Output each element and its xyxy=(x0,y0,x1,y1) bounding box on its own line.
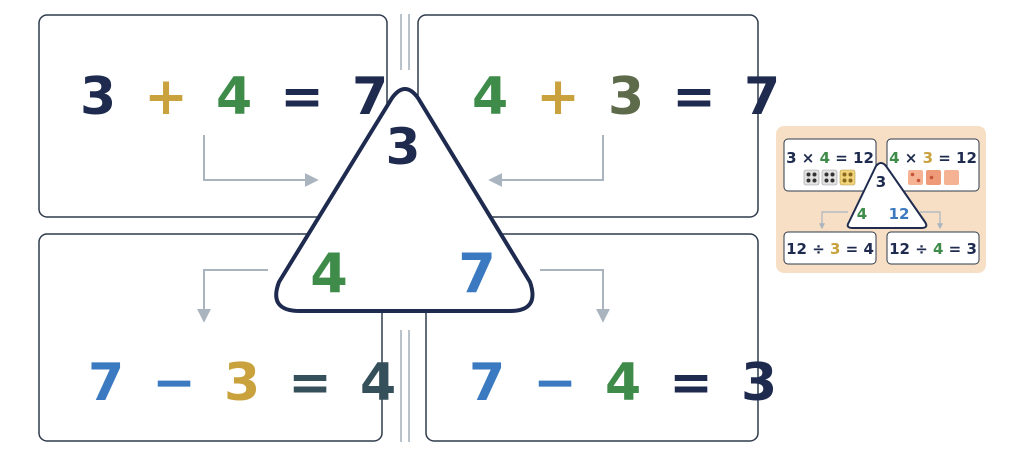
inset-arrow-right xyxy=(920,211,943,230)
eq-bl-eq: = xyxy=(288,353,332,413)
inset-triangle xyxy=(846,162,928,229)
eq-br-op: − xyxy=(533,353,577,413)
arrow-bottom-left xyxy=(197,269,268,323)
eq-tr-a: 4 xyxy=(472,67,508,127)
equation-top-right: 4 + 3 = 7 xyxy=(472,67,780,127)
eq-tl-eq: = xyxy=(280,67,324,127)
eq-tl-a: 3 xyxy=(80,67,116,127)
eq-bl-op: − xyxy=(152,353,196,413)
arrow-bottom-right xyxy=(540,269,610,323)
triangle-top-number: 3 xyxy=(386,118,421,176)
arrow-top-right xyxy=(488,135,604,187)
eq-tr-r: 7 xyxy=(744,67,780,127)
triangle-left-number: 4 xyxy=(310,242,348,305)
inset-arrow-left xyxy=(819,211,848,230)
eq-tl-op: + xyxy=(144,67,188,127)
equation-bottom-left: 7 − 3 = 4 xyxy=(88,353,396,413)
inset-eq-top-right: 4 × 3 = 12 xyxy=(889,149,977,167)
eq-bl-a: 7 xyxy=(88,353,124,413)
eq-br-b: 4 xyxy=(605,353,641,413)
inset-box-bottom-right xyxy=(886,231,980,265)
eq-br-r: 3 xyxy=(741,353,777,413)
dot-groups-right xyxy=(908,170,959,185)
eq-tl-b: 4 xyxy=(216,67,252,127)
fact-triangle xyxy=(274,87,535,313)
eq-tl-r: 7 xyxy=(352,67,388,127)
inset-triangle-left: 4 xyxy=(857,205,867,223)
arrow-top-left xyxy=(203,135,319,187)
inset-eq-bottom-right: 12 ÷ 4 = 3 xyxy=(889,240,977,258)
center-divider xyxy=(400,14,410,442)
inset-eq-top-left: 3 × 4 = 12 xyxy=(786,149,874,167)
eq-bl-r: 4 xyxy=(360,353,396,413)
inset-box-bottom-left xyxy=(783,231,877,265)
eq-tr-eq: = xyxy=(672,67,716,127)
eq-tr-op: + xyxy=(536,67,580,127)
inset-eq-bottom-left: 12 ÷ 3 = 4 xyxy=(786,240,874,258)
eq-bl-b: 3 xyxy=(224,353,260,413)
equation-bottom-right: 7 − 4 = 3 xyxy=(469,353,777,413)
inset-triangle-top: 3 xyxy=(876,173,886,191)
triangle-right-number: 7 xyxy=(458,242,496,305)
dot-groups-left xyxy=(803,169,856,186)
inset-panel: 3 4 12 3 × 4 = 12 4 × 3 = 12 12 ÷ 3 = 4 … xyxy=(776,126,986,273)
inset-triangle-right: 12 xyxy=(889,205,910,223)
eq-br-a: 7 xyxy=(469,353,505,413)
eq-br-eq: = xyxy=(669,353,713,413)
eq-tr-b: 3 xyxy=(608,67,644,127)
equation-top-left: 3 + 4 = 7 xyxy=(80,67,388,127)
